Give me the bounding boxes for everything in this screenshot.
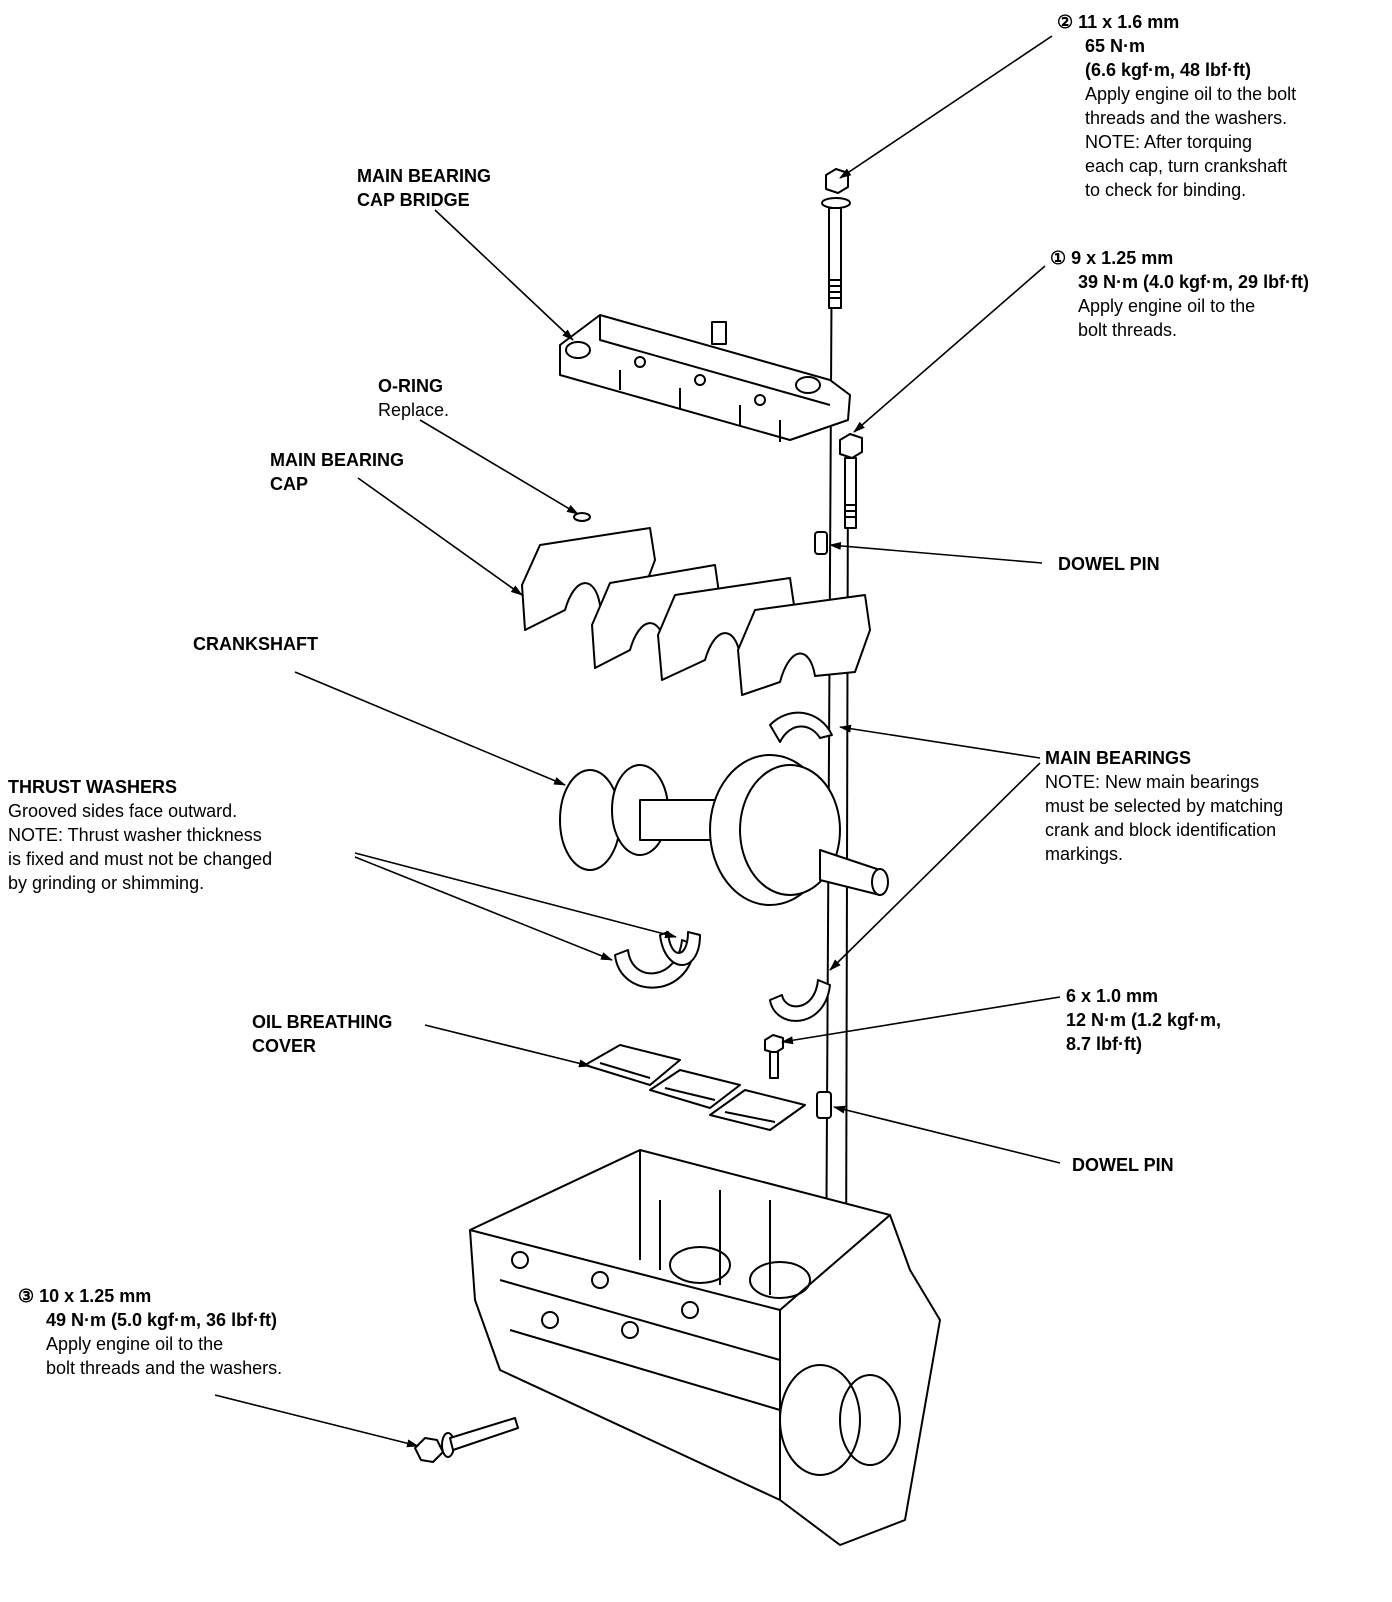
bearing-cap-label: MAIN BEARING CAP [270,448,404,496]
torque-value: 12 N·m (1.2 kgf·m, [1066,1010,1222,1030]
oil-breathing-cover-label: OIL BREATHING COVER [252,1010,392,1058]
bolt-size: 11 x 1.6 mm [1078,12,1180,32]
bolt-3-drawing [414,1417,519,1463]
thrust-washers-drawing [614,931,701,989]
bolt-2-drawing [821,168,851,309]
leader-oil-breathing-cover [424,1024,591,1068]
callout-marker: ② [1057,12,1074,32]
note-line: each cap, turn crankshaft [1085,156,1288,176]
label-line: OIL BREATHING [252,1012,393,1032]
label-title: CRANKSHAFT [193,634,318,654]
assembly-axis-line [825,209,833,1291]
label-title: DOWEL PIN [1058,554,1160,574]
small-bolt-callout: 6 x 1.0 mm 12 N·m (1.2 kgf·m, 8.7 lbf·ft… [1066,984,1221,1056]
main-bearing-cap-bridge-drawing [559,314,851,442]
leader-bolt-3 [214,1394,419,1448]
note-line: bolt threads and the washers. [46,1358,283,1378]
oil-breathing-covers-drawing [584,1044,806,1131]
upper-main-bearing-drawing [769,711,833,743]
bolt-size: 9 x 1.25 mm [1071,248,1174,268]
label-line: CAP [270,474,309,494]
note-line: to check for binding. [1085,180,1247,200]
note-line: is fixed and must not be changed [8,849,273,869]
note-line: crank and block identification [1045,820,1277,840]
note-line: NOTE: Thrust washer thickness [8,825,262,845]
note-line: Apply engine oil to the [46,1334,224,1354]
label-title: MAIN BEARINGS [1045,748,1192,768]
label-title: O-RING [378,376,443,396]
note-line: Grooved sides face outward. [8,801,238,821]
thrust-washers-label: THRUST WASHERS Grooved sides face outwar… [8,775,272,895]
bolt-3-callout: ③ 10 x 1.25 mm 49 N·m (5.0 kgf·m, 36 lbf… [18,1284,282,1380]
small-bolt-drawing [764,1034,784,1079]
dowel-pin-bottom-label: DOWEL PIN [1072,1153,1174,1177]
note-line: Apply engine oil to the [1078,296,1256,316]
bolt-2-callout: ② 11 x 1.6 mm 65 N·m (6.6 kgf·m, 48 lbf·… [1057,10,1296,202]
leader-small-bolt [781,996,1061,1045]
torque-value: 65 N·m [1085,36,1146,56]
dowel-pin-top-drawing [814,531,828,555]
torque-alt-value: 8.7 lbf·ft) [1066,1034,1142,1054]
label-line: MAIN BEARING [270,450,404,470]
callout-marker: ① [1050,248,1067,268]
bolt-size: 6 x 1.0 mm [1066,986,1159,1006]
label-title: THRUST WASHERS [8,777,178,797]
torque-value: 49 N·m (5.0 kgf·m, 36 lbf·ft) [46,1310,278,1330]
leader-crankshaft [294,671,566,786]
leader-bearing-cap [357,477,523,596]
label-line: MAIN BEARING [357,166,491,186]
leader-o-ring [419,419,579,515]
label-note: Replace. [378,400,450,420]
callout-marker: ③ [18,1286,35,1306]
cap-bridge-label: MAIN BEARING CAP BRIDGE [357,164,491,212]
leader-thrust-washer-2 [354,856,613,961]
bolt-size: 10 x 1.25 mm [39,1286,152,1306]
note-line: by grinding or shimming. [8,873,205,893]
torque-alt-value: (6.6 kgf·m, 48 lbf·ft) [1085,60,1252,80]
main-bearing-caps-drawing [521,527,871,696]
crankshaft-label: CRANKSHAFT [193,632,318,656]
dowel-pin-top-label: DOWEL PIN [1058,552,1160,576]
leader-main-bearing-lower [829,762,1041,971]
leader-main-bearing-upper [839,724,1041,759]
crankshaft-drawing [559,754,889,906]
lower-main-bearing-drawing [769,979,831,1022]
o-ring-label: O-RING Replace. [378,374,449,422]
bolt-1-drawing [839,433,863,529]
note-line: markings. [1045,844,1124,864]
engine-block-drawing [469,1149,941,1546]
note-line: bolt threads. [1078,320,1178,340]
leader-dowel-pin-bottom [833,1105,1061,1164]
leader-thrust-washer-1 [354,852,677,939]
note-line: must be selected by matching [1045,796,1284,816]
leader-cap-bridge [434,209,574,341]
o-ring-drawing [573,512,591,522]
label-title: DOWEL PIN [1072,1155,1174,1175]
note-line: Apply engine oil to the bolt [1085,84,1297,104]
leader-dowel-pin-top [829,541,1043,564]
leader-bolt-1 [853,265,1046,433]
label-line: COVER [252,1036,317,1056]
note-line: NOTE: After torquing [1085,132,1253,152]
note-line: NOTE: New main bearings [1045,772,1260,792]
main-bearings-label: MAIN BEARINGS NOTE: New main bearings mu… [1045,746,1283,866]
bolt-1-callout: ① 9 x 1.25 mm 39 N·m (4.0 kgf·m, 29 lbf·… [1050,246,1309,342]
dowel-pin-bottom-drawing [816,1091,832,1119]
torque-value: 39 N·m (4.0 kgf·m, 29 lbf·ft) [1078,272,1310,292]
leader-bolt-2 [839,35,1053,179]
note-line: threads and the washers. [1085,108,1288,128]
label-line: CAP BRIDGE [357,190,470,210]
